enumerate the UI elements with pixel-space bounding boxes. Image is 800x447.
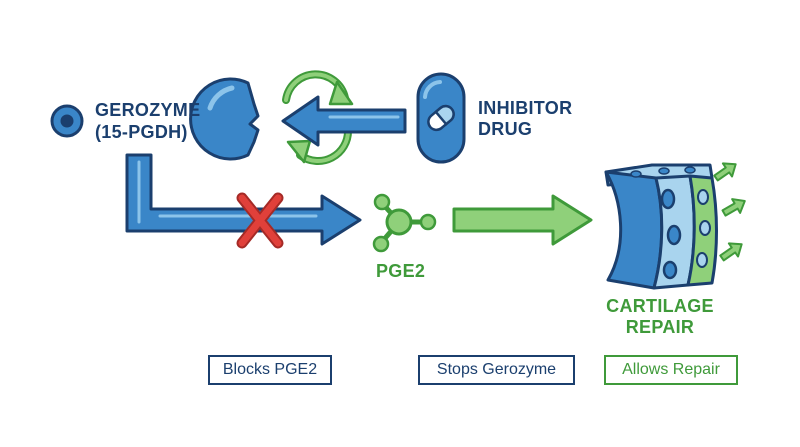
legend-stops-gerozyme: Stops Gerozyme: [418, 355, 575, 385]
pacman-enzyme-icon: [189, 77, 260, 161]
cell-icon: [50, 104, 84, 138]
gerozyme-label-line1: GEROZYME: [95, 100, 201, 120]
cycle-arrows-icon: [282, 70, 354, 165]
pathway-arrow: [125, 153, 362, 246]
legend-allows-repair: Allows Repair: [604, 355, 738, 385]
gerozyme-label-line2: (15-PGDH): [95, 122, 188, 142]
inhibitor-label-line2: DRUG: [478, 119, 533, 139]
cartilage-label-line1: CARTILAGE: [606, 296, 714, 316]
red-x-icon: [236, 192, 284, 249]
inhibitor-label-line1: INHIBITOR: [478, 98, 573, 118]
cartilage-label-line2: REPAIR: [625, 317, 695, 337]
legend-blocks-pge2: Blocks PGE2: [208, 355, 332, 385]
inhibition-arrow: [281, 95, 407, 147]
repair-arrow: [452, 194, 593, 246]
capsule-icon: [416, 72, 466, 164]
cartilage-tissue-icon: [604, 163, 718, 290]
growth-arrows-icon: [713, 162, 746, 262]
molecule-icon: [372, 193, 437, 253]
pge2-label: PGE2: [376, 261, 426, 281]
